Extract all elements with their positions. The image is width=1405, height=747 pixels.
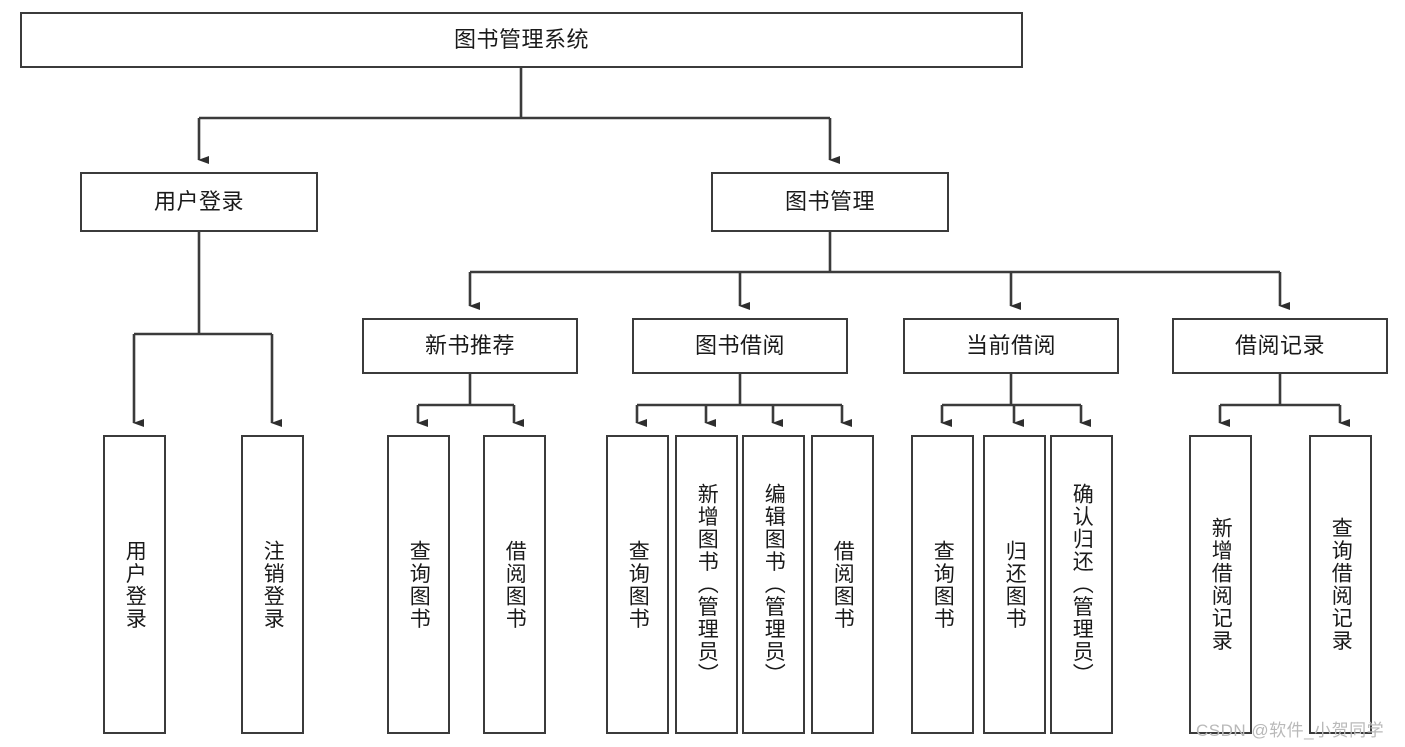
leaf-user-login[interactable]: 用户登录 — [103, 435, 166, 734]
leaf-query-book-recommend[interactable]: 查询图书 — [387, 435, 450, 734]
node-book-borrow-label: 图书借阅 — [694, 332, 785, 358]
leaf-query-borrow-record[interactable]: 查询借阅记录 — [1309, 435, 1372, 734]
node-new-book-recommend-label: 新书推荐 — [424, 332, 515, 358]
leaf-query-book-current[interactable]: 查询图书 — [911, 435, 974, 734]
leaf-borrow-book-recommend-label: 借阅图书 — [503, 539, 527, 630]
leaf-add-book-admin[interactable]: 新增图书（管理员） — [675, 435, 738, 734]
node-user-login-label: 用户登录 — [153, 188, 244, 214]
leaf-query-book-recommend-label: 查询图书 — [407, 539, 431, 630]
node-root[interactable]: 图书管理系统 — [20, 12, 1023, 68]
node-borrow-record[interactable]: 借阅记录 — [1172, 318, 1388, 374]
leaf-borrow-book-recommend[interactable]: 借阅图书 — [483, 435, 546, 734]
node-new-book-recommend[interactable]: 新书推荐 — [362, 318, 578, 374]
leaf-edit-book-admin[interactable]: 编辑图书（管理员） — [742, 435, 805, 734]
leaf-return-book-label: 归还图书 — [1003, 539, 1027, 630]
leaf-query-book-borrow[interactable]: 查询图书 — [606, 435, 669, 734]
leaf-query-borrow-record-label: 查询借阅记录 — [1329, 517, 1353, 652]
leaf-logout[interactable]: 注销登录 — [241, 435, 304, 734]
leaf-query-book-borrow-label: 查询图书 — [626, 539, 650, 630]
leaf-user-login-label: 用户登录 — [123, 539, 147, 630]
leaf-query-book-current-label: 查询图书 — [931, 539, 955, 630]
csdn-watermark: CSDN @软件_小贺同学 — [1196, 721, 1385, 740]
node-book-manage[interactable]: 图书管理 — [711, 172, 949, 232]
leaf-borrow-book[interactable]: 借阅图书 — [811, 435, 874, 734]
leaf-add-book-admin-label: 新增图书（管理员） — [695, 483, 719, 686]
node-user-login[interactable]: 用户登录 — [80, 172, 318, 232]
leaf-logout-label: 注销登录 — [261, 539, 285, 630]
node-borrow-record-label: 借阅记录 — [1234, 332, 1325, 358]
leaf-return-book[interactable]: 归还图书 — [983, 435, 1046, 734]
node-current-borrow-label: 当前借阅 — [965, 332, 1056, 358]
leaf-add-borrow-record[interactable]: 新增借阅记录 — [1189, 435, 1252, 734]
leaf-confirm-return-admin[interactable]: 确认归还（管理员） — [1050, 435, 1113, 734]
leaf-add-borrow-record-label: 新增借阅记录 — [1209, 517, 1233, 652]
node-current-borrow[interactable]: 当前借阅 — [903, 318, 1119, 374]
leaf-confirm-return-admin-label: 确认归还（管理员） — [1070, 483, 1094, 686]
node-book-borrow[interactable]: 图书借阅 — [632, 318, 848, 374]
leaf-edit-book-admin-label: 编辑图书（管理员） — [762, 483, 786, 686]
node-book-manage-label: 图书管理 — [784, 188, 875, 214]
node-root-label: 图书管理系统 — [453, 26, 589, 52]
leaf-borrow-book-label: 借阅图书 — [831, 539, 855, 630]
